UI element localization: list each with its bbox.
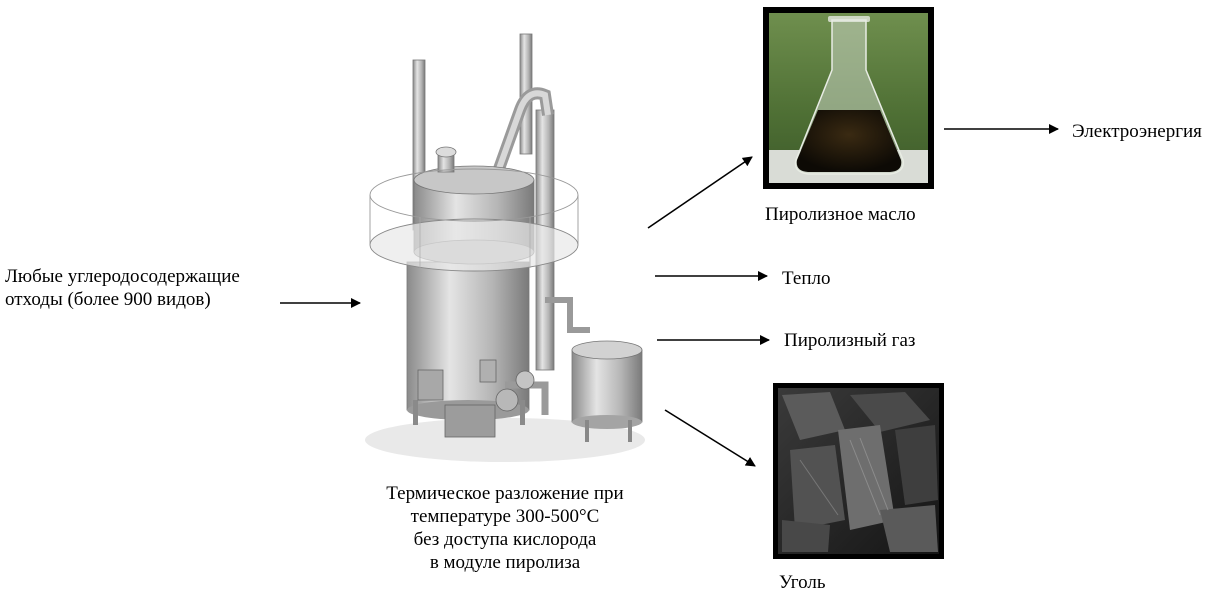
process-caption-line1: Термическое разложение при — [386, 483, 624, 504]
pyrolysis-oil-label: Пиролизное масло — [765, 204, 916, 225]
process-caption-line4: в модуле пиролиза — [429, 552, 581, 573]
arrow-to-oil — [647, 156, 753, 229]
heat-label: Тепло — [782, 268, 831, 289]
coal-label: Уголь — [779, 572, 826, 593]
pyrolysis-gas-label: Пиролизный газ — [784, 330, 916, 351]
input-waste-label: Любые углеродосодержащие отходы (более 9… — [5, 265, 240, 311]
input-label-line1: Любые углеродосодержащие — [5, 266, 240, 287]
pyrolysis-module-image — [365, 33, 645, 462]
coal-photo — [773, 383, 944, 559]
arrow-to-coal — [664, 409, 756, 467]
process-caption: Термическое разложение при температуре 3… — [360, 482, 650, 574]
input-label-line2: отходы (более 900 видов) — [5, 289, 211, 310]
process-caption-line2: температуре 300-500°С — [410, 506, 600, 527]
pyrolysis-oil-photo — [763, 7, 934, 189]
electricity-label: Электроэнергия — [1072, 121, 1202, 142]
process-caption-line3: без доступа кислорода — [413, 529, 597, 550]
